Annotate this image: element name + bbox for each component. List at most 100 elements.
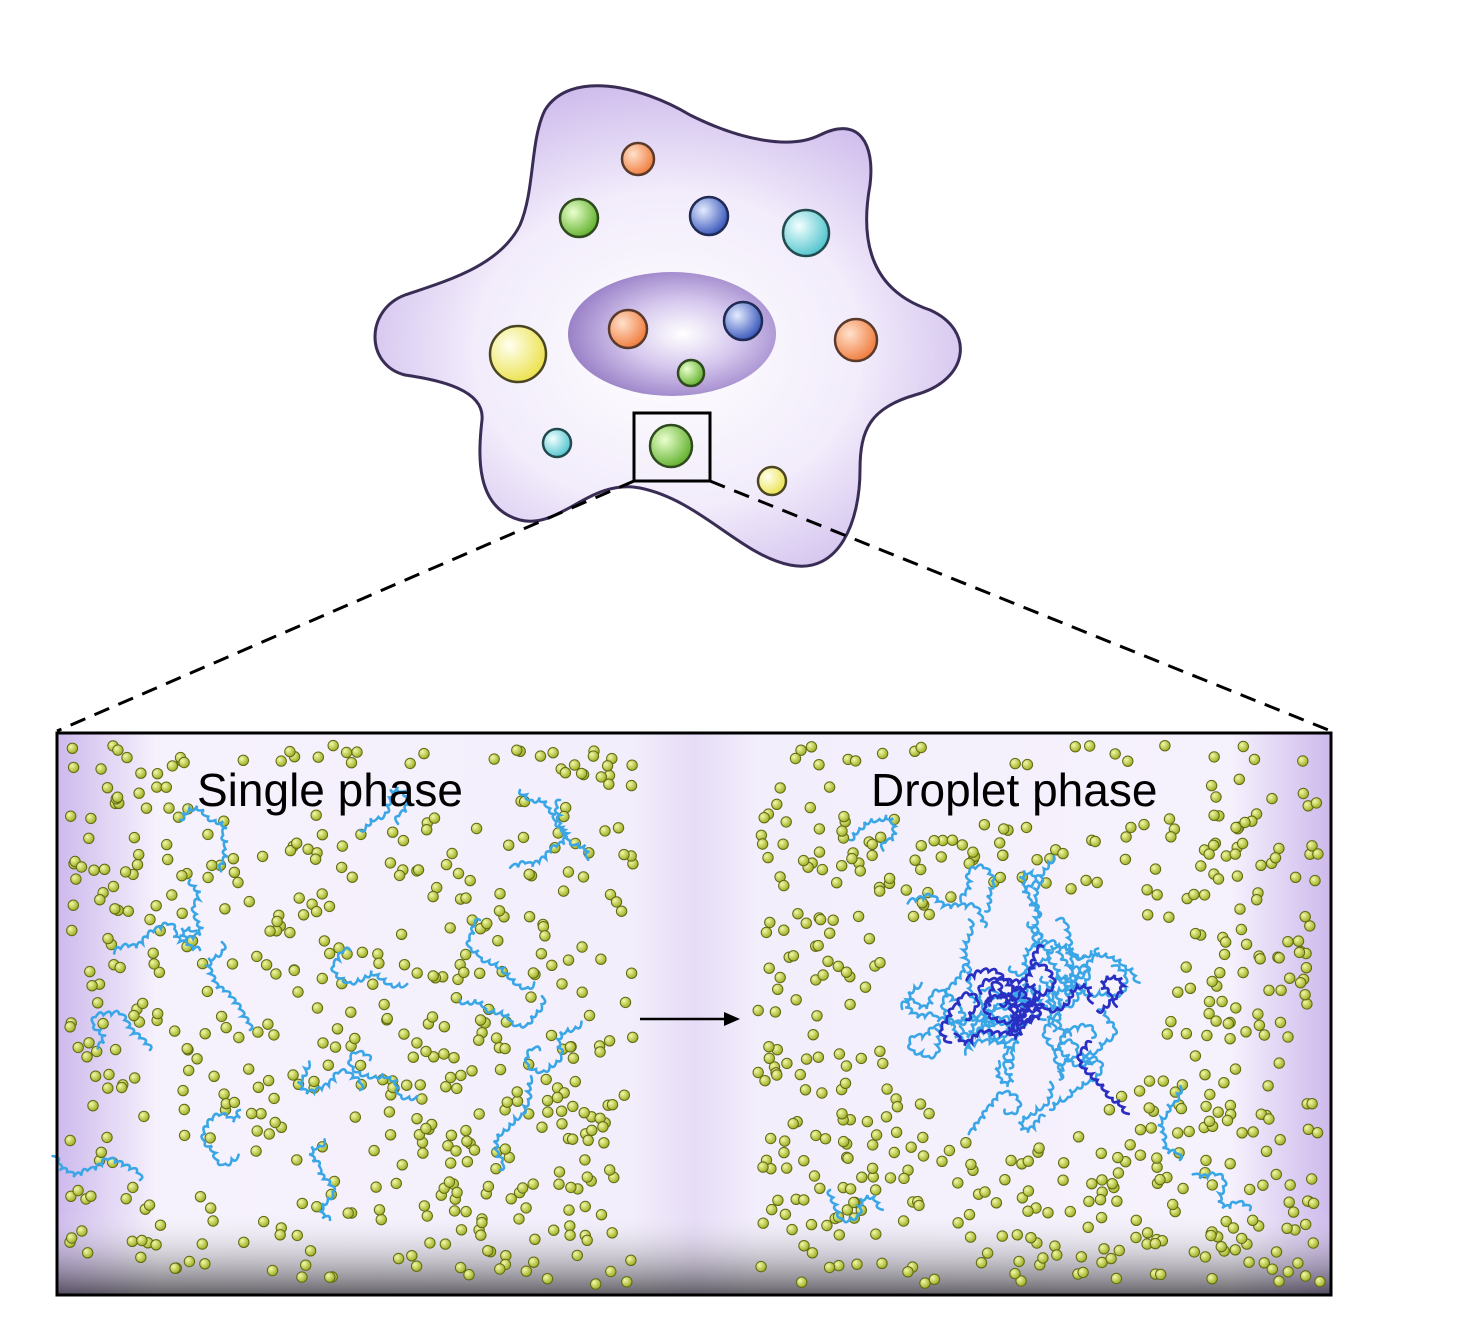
particle (1273, 842, 1285, 855)
particle (296, 1197, 308, 1210)
particle (293, 892, 305, 904)
particle (581, 1171, 593, 1183)
particle (505, 1193, 517, 1205)
particle (1096, 1174, 1108, 1186)
particle (527, 967, 540, 979)
particle (587, 750, 600, 762)
particle (528, 1256, 540, 1268)
particle (451, 1082, 463, 1095)
polymer-chain (1191, 1171, 1253, 1212)
particle (823, 781, 836, 793)
particle (1149, 863, 1162, 875)
particle (1188, 1246, 1201, 1258)
particle (1243, 1256, 1255, 1268)
polymer-chain (1157, 1084, 1184, 1162)
particle (418, 747, 430, 760)
particle (1269, 852, 1282, 864)
particle (599, 825, 611, 837)
particle (1312, 848, 1324, 860)
particle (582, 1134, 594, 1147)
particle (428, 1051, 440, 1063)
particle (446, 847, 458, 860)
particle (535, 948, 548, 960)
particle (89, 1070, 102, 1082)
particle (390, 1177, 402, 1190)
particle (438, 1048, 450, 1060)
particle (1273, 1057, 1285, 1069)
particle (579, 1154, 591, 1166)
particle (312, 751, 324, 763)
particle (523, 868, 535, 880)
particle (1266, 1263, 1279, 1275)
particle (1133, 1085, 1146, 1097)
particle (475, 1229, 487, 1241)
particle (202, 871, 214, 884)
particle (70, 873, 82, 885)
particle (606, 1227, 618, 1239)
polymer-chain (967, 1089, 1023, 1136)
particle (562, 866, 575, 878)
particle (1037, 1252, 1049, 1264)
particle (897, 1215, 910, 1227)
particle (978, 819, 991, 831)
particle (833, 1259, 845, 1272)
particle (863, 933, 876, 945)
particle (162, 853, 174, 866)
particle (1204, 1088, 1216, 1101)
polymer-chain (330, 946, 409, 989)
particle (935, 851, 947, 863)
particle (85, 1190, 97, 1202)
particle (805, 1218, 818, 1231)
particle (798, 1194, 810, 1206)
particle (1240, 1026, 1252, 1038)
polymer-chain (179, 878, 204, 942)
particle (458, 966, 470, 979)
particle (786, 1223, 798, 1236)
particle (1237, 740, 1250, 753)
polymer-chain (1096, 974, 1130, 1014)
particle (1075, 1251, 1088, 1263)
particle (792, 908, 804, 920)
particle (1115, 1090, 1128, 1103)
particle (414, 1079, 426, 1091)
particle (1304, 920, 1316, 932)
particle (520, 1265, 532, 1277)
particle (805, 741, 818, 753)
particle (1236, 1232, 1248, 1245)
particle (763, 1041, 775, 1053)
particle (373, 1204, 386, 1216)
particle (153, 966, 166, 978)
particle (1289, 871, 1302, 883)
particle (994, 837, 1006, 849)
particle (291, 837, 303, 849)
particle (1300, 1218, 1312, 1231)
particle (1111, 1195, 1123, 1207)
particle (194, 1191, 207, 1203)
particle (823, 1261, 836, 1274)
particle (1299, 1270, 1312, 1282)
particle (511, 1086, 523, 1098)
particle (268, 1092, 280, 1105)
particle (1022, 1185, 1035, 1197)
particle (551, 1091, 564, 1104)
particle (270, 968, 282, 980)
particle (103, 1068, 115, 1081)
particle (997, 849, 1009, 861)
particle (1025, 1232, 1037, 1244)
particle (440, 1081, 452, 1093)
particle (1260, 1145, 1273, 1158)
particle (228, 866, 241, 878)
particle (808, 1170, 821, 1182)
particle (981, 1247, 994, 1259)
particle (755, 1260, 767, 1273)
particle (1221, 1114, 1234, 1127)
particle (838, 810, 850, 823)
particle (870, 1228, 882, 1240)
polymer-chain (178, 804, 229, 873)
particle (1091, 876, 1103, 889)
zoom-selection-box (632, 411, 712, 483)
particle (476, 1216, 488, 1229)
particle (262, 1018, 274, 1030)
particle (527, 1178, 539, 1190)
particle (1042, 1207, 1054, 1219)
